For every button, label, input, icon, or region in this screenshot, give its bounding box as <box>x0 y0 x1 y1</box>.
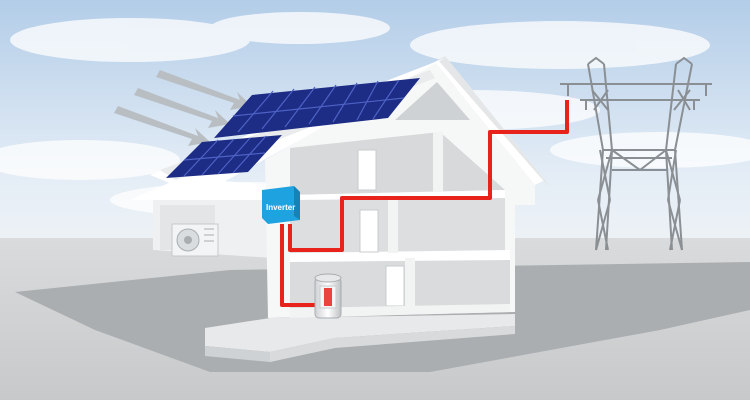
hot-water-tank-icon <box>314 273 342 319</box>
power-wire <box>280 100 569 307</box>
inverter-box-icon: Inverter <box>262 186 300 224</box>
foundation-slab <box>205 314 515 352</box>
house-main <box>265 56 548 318</box>
solar-panel-icon <box>166 78 420 178</box>
power-pylon-icon <box>560 56 712 251</box>
outdoor-unit-icon <box>171 223 219 257</box>
inverter-label: Inverter <box>266 203 295 212</box>
sun-ray-arrow-icon <box>114 70 252 146</box>
